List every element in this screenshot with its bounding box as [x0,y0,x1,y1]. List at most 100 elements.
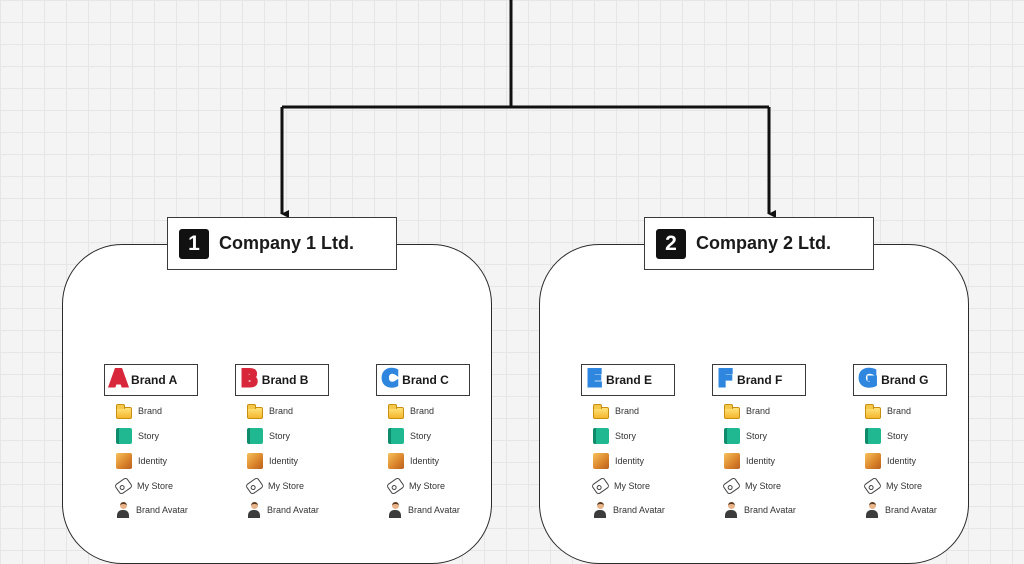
item-label: Brand [615,406,640,416]
avatar-icon [865,502,879,518]
brand-c-item-my-store[interactable]: My Store [385,476,446,496]
avatar-icon [593,502,607,518]
brand-g-label: Brand G [881,373,929,387]
brand-a-item-story[interactable]: Story [116,427,159,445]
brand-b-item-identity[interactable]: Identity [247,452,298,470]
brand-c-item-brand-avatar[interactable]: Brand Avatar [388,501,460,519]
brand-c-item-story[interactable]: Story [388,427,431,445]
identity-icon [865,453,881,469]
price-tag-icon [721,476,742,496]
brand-g-item-my-store[interactable]: My Store [862,476,922,496]
price-tag-icon [113,476,134,496]
company-1-name: Company 1 Ltd. [219,233,355,253]
item-label: Brand [138,406,163,416]
folder-icon [593,403,609,419]
brand-g-item-identity[interactable]: Identity [865,452,916,470]
item-label: Brand Avatar [885,505,937,515]
item-label: Brand [269,406,294,416]
item-label: Brand [887,406,912,416]
book-icon [116,428,132,444]
brand-b-item-brand-avatar[interactable]: Brand Avatar [247,501,319,519]
folder-icon [116,403,132,419]
identity-icon [247,453,263,469]
brand-f-item-brand-avatar[interactable]: Brand Avatar [724,501,796,519]
brand-a-item-my-store[interactable]: My Store [113,476,174,496]
brand-e-item-story[interactable]: Story [593,427,636,445]
brand-f-item-my-store[interactable]: My Store [721,476,781,496]
item-label: Identity [410,456,440,466]
brand-f-label: Brand F [737,373,783,387]
book-icon [388,428,404,444]
brand-a-item-brand-avatar[interactable]: Brand Avatar [116,501,188,519]
company-1-group [62,244,492,564]
brand-e-item-identity[interactable]: Identity [593,452,644,470]
item-label: My Store [409,481,446,491]
brand-a-label: Brand A [131,373,178,387]
brand-f-item-brand[interactable]: Brand [724,402,770,420]
item-label: My Store [268,481,305,491]
brand-e-item-brand[interactable]: Brand [593,402,639,420]
item-label: Brand [410,406,435,416]
brand-f-letter-icon: F [716,367,734,392]
identity-icon [724,453,740,469]
brand-b-item-brand[interactable]: Brand [247,402,293,420]
item-label: Identity [138,456,168,466]
brand-g-item-story[interactable]: Story [865,427,908,445]
avatar-icon [247,502,261,518]
book-icon [593,428,609,444]
company-2-name: Company 2 Ltd. [696,233,832,253]
brand-c-item-identity[interactable]: Identity [388,452,439,470]
company-2-number-badge: 2 [656,228,686,259]
item-label: Brand Avatar [267,505,319,515]
price-tag-icon [862,476,883,496]
folder-icon [865,403,881,419]
brand-e-item-my-store[interactable]: My Store [590,476,651,496]
item-label: Story [410,431,432,441]
item-label: Story [615,431,637,441]
brand-f-item-identity[interactable]: Identity [724,452,775,470]
brand-g-item-brand-avatar[interactable]: Brand Avatar [865,501,937,519]
company-1-box[interactable]: 1 Company 1 Ltd. [167,217,397,270]
book-icon [724,428,740,444]
folder-icon [724,403,740,419]
brand-f-item-story[interactable]: Story [724,427,767,445]
brand-e-label: Brand E [606,373,653,387]
identity-icon [593,453,609,469]
brand-a-item-brand[interactable]: Brand [116,402,162,420]
item-label: Identity [746,456,776,466]
item-label: Story [138,431,160,441]
brand-b-item-my-store[interactable]: My Store [244,476,305,496]
folder-icon [247,403,263,419]
brand-c-letter-icon: C [380,367,399,392]
brand-c-label: Brand C [402,373,449,387]
book-icon [247,428,263,444]
item-label: Brand Avatar [408,505,460,515]
brand-e-item-brand-avatar[interactable]: Brand Avatar [593,501,665,519]
folder-icon [388,403,404,419]
item-label: My Store [137,481,174,491]
item-label: Story [269,431,291,441]
brand-b-item-story[interactable]: Story [247,427,290,445]
price-tag-icon [244,476,265,496]
avatar-icon [116,502,130,518]
avatar-icon [388,502,402,518]
company-1-number-badge: 1 [179,228,209,259]
item-label: My Store [614,481,651,491]
identity-icon [116,453,132,469]
brand-a-letter-icon: A [108,367,128,392]
price-tag-icon [385,476,406,496]
company-2-box[interactable]: 2 Company 2 Ltd. [644,217,874,270]
brand-g-item-brand[interactable]: Brand [865,402,911,420]
price-tag-icon [590,476,611,496]
item-label: Brand [746,406,771,416]
brand-c-item-brand[interactable]: Brand [388,402,434,420]
brand-a-item-identity[interactable]: Identity [116,452,167,470]
brand-e-letter-icon: E [585,367,603,392]
brand-g-letter-icon: G [857,367,878,392]
